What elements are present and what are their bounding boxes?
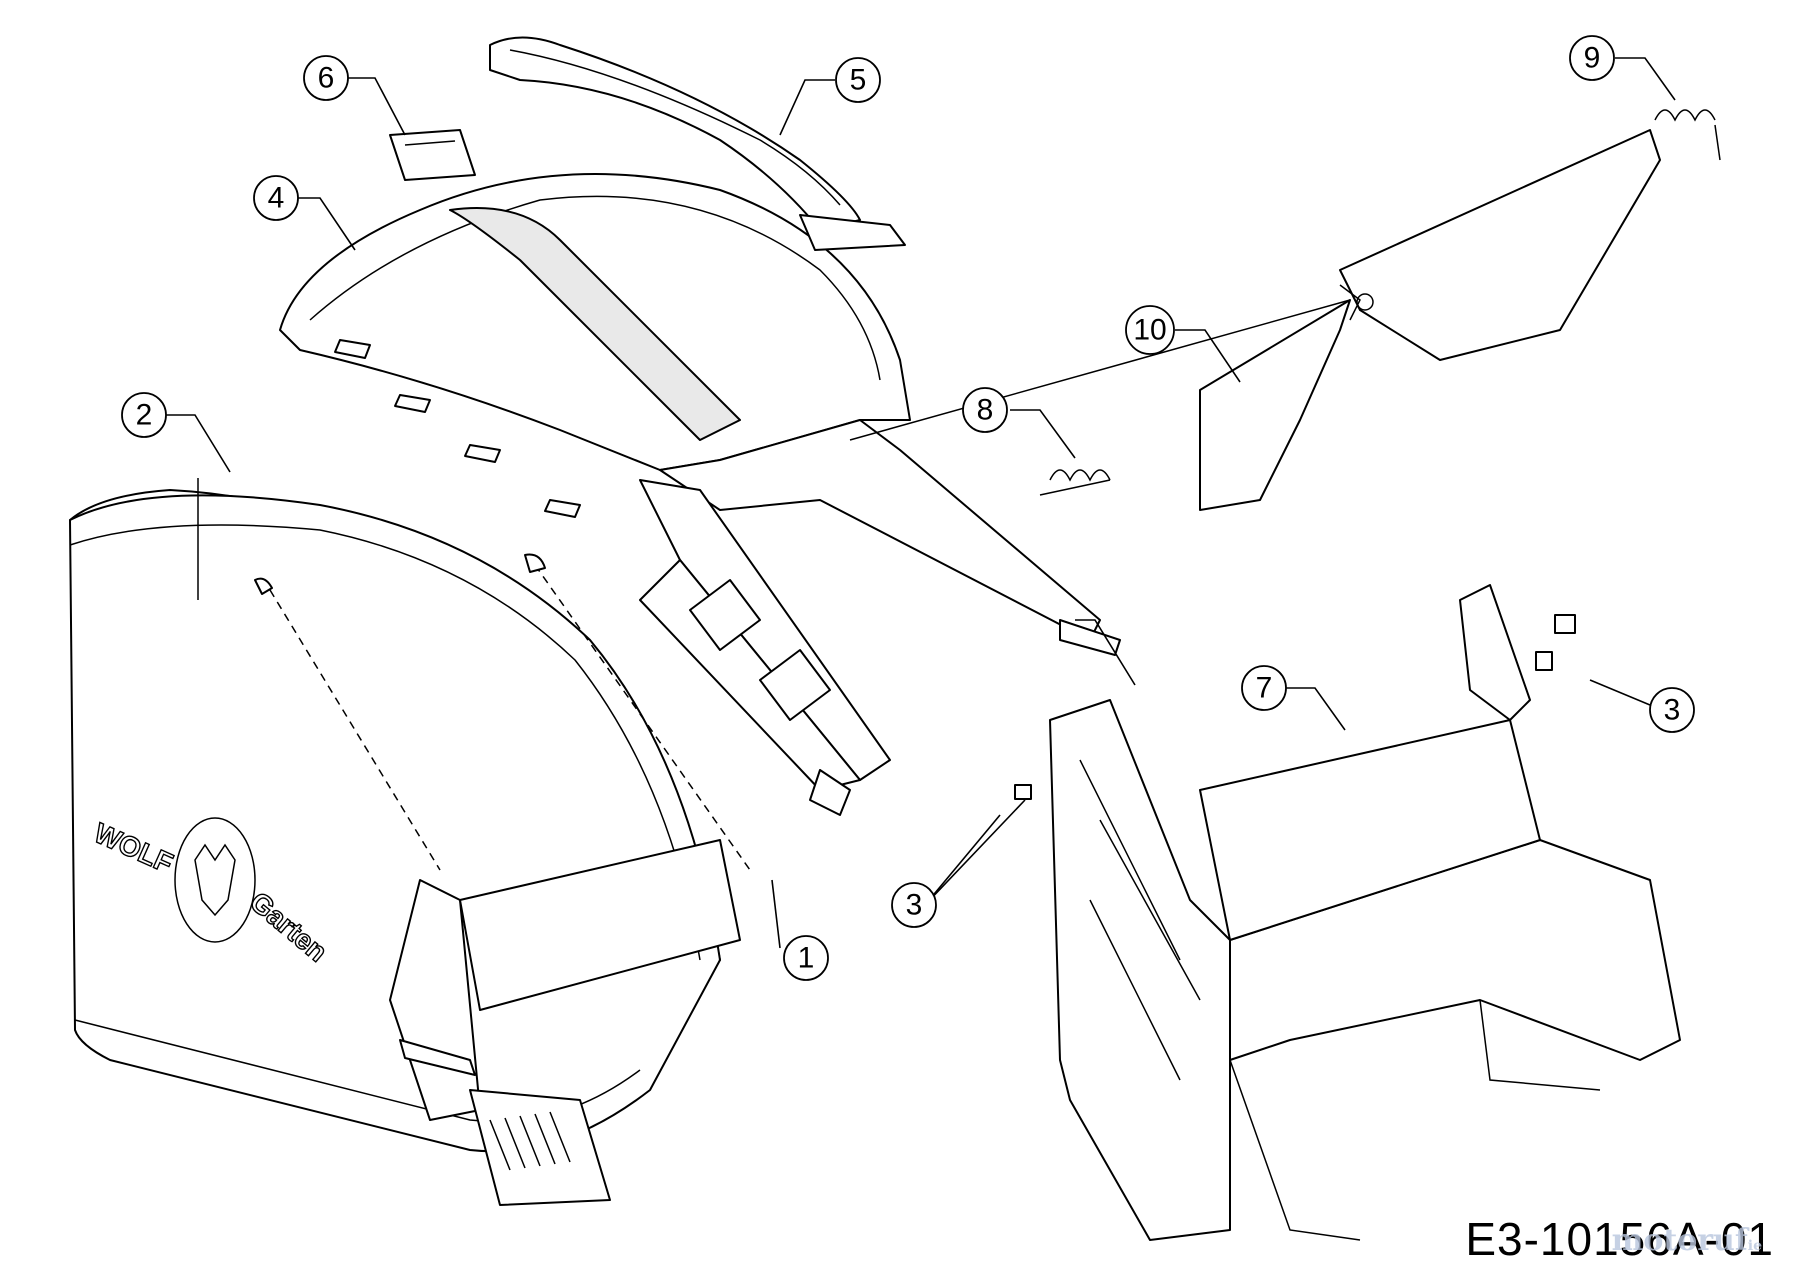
watermark-text: motoruf xyxy=(1611,1223,1748,1258)
bag-cover-part xyxy=(279,173,1121,816)
callout-label-3-right: 3 xyxy=(1664,694,1681,727)
callout-5: 5 xyxy=(835,57,881,103)
callout-label-10: 10 xyxy=(1133,314,1166,347)
nut-left xyxy=(1014,784,1032,800)
callout-label-9: 9 xyxy=(1584,42,1601,75)
callout-9: 9 xyxy=(1569,35,1615,81)
callout-label-8: 8 xyxy=(977,394,994,427)
rear-flap-part xyxy=(849,129,1661,511)
callout-label-4: 4 xyxy=(268,182,285,215)
watermark-tld: ie xyxy=(1747,1238,1762,1254)
callout-1: 1 xyxy=(783,935,829,981)
callout-label-7: 7 xyxy=(1256,672,1273,705)
handle-part xyxy=(489,36,906,251)
callout-label-1: 1 xyxy=(798,942,815,975)
grass-bag-part xyxy=(69,478,751,1206)
callout-6: 6 xyxy=(303,55,349,101)
callout-3-left: 3 xyxy=(891,882,937,928)
diagram-code-label: E3-10156A-01 xyxy=(1465,1213,1774,1265)
callout-label-3-left: 3 xyxy=(906,889,923,922)
callout-10: 10 xyxy=(1125,305,1175,355)
callout-3-right: 3 xyxy=(1649,687,1695,733)
callout-label-5: 5 xyxy=(850,64,867,97)
watermark: motorufie xyxy=(1612,1223,1762,1258)
callout-label-2: 2 xyxy=(136,399,153,432)
callout-4: 4 xyxy=(253,175,299,221)
flap-part xyxy=(389,129,476,181)
leader-lines xyxy=(165,57,1676,949)
nut-right-upper xyxy=(1554,614,1576,634)
callout-2: 2 xyxy=(121,392,167,438)
wolf-logo-emblem xyxy=(174,817,256,943)
spring-9-part xyxy=(1654,109,1721,161)
spring-8-part xyxy=(1039,469,1111,496)
callout-label-6: 6 xyxy=(318,62,335,95)
rear-frame-part xyxy=(1014,584,1681,1241)
callout-8: 8 xyxy=(962,387,1008,433)
nut-right-lower xyxy=(1535,651,1553,671)
callout-7: 7 xyxy=(1241,665,1287,711)
